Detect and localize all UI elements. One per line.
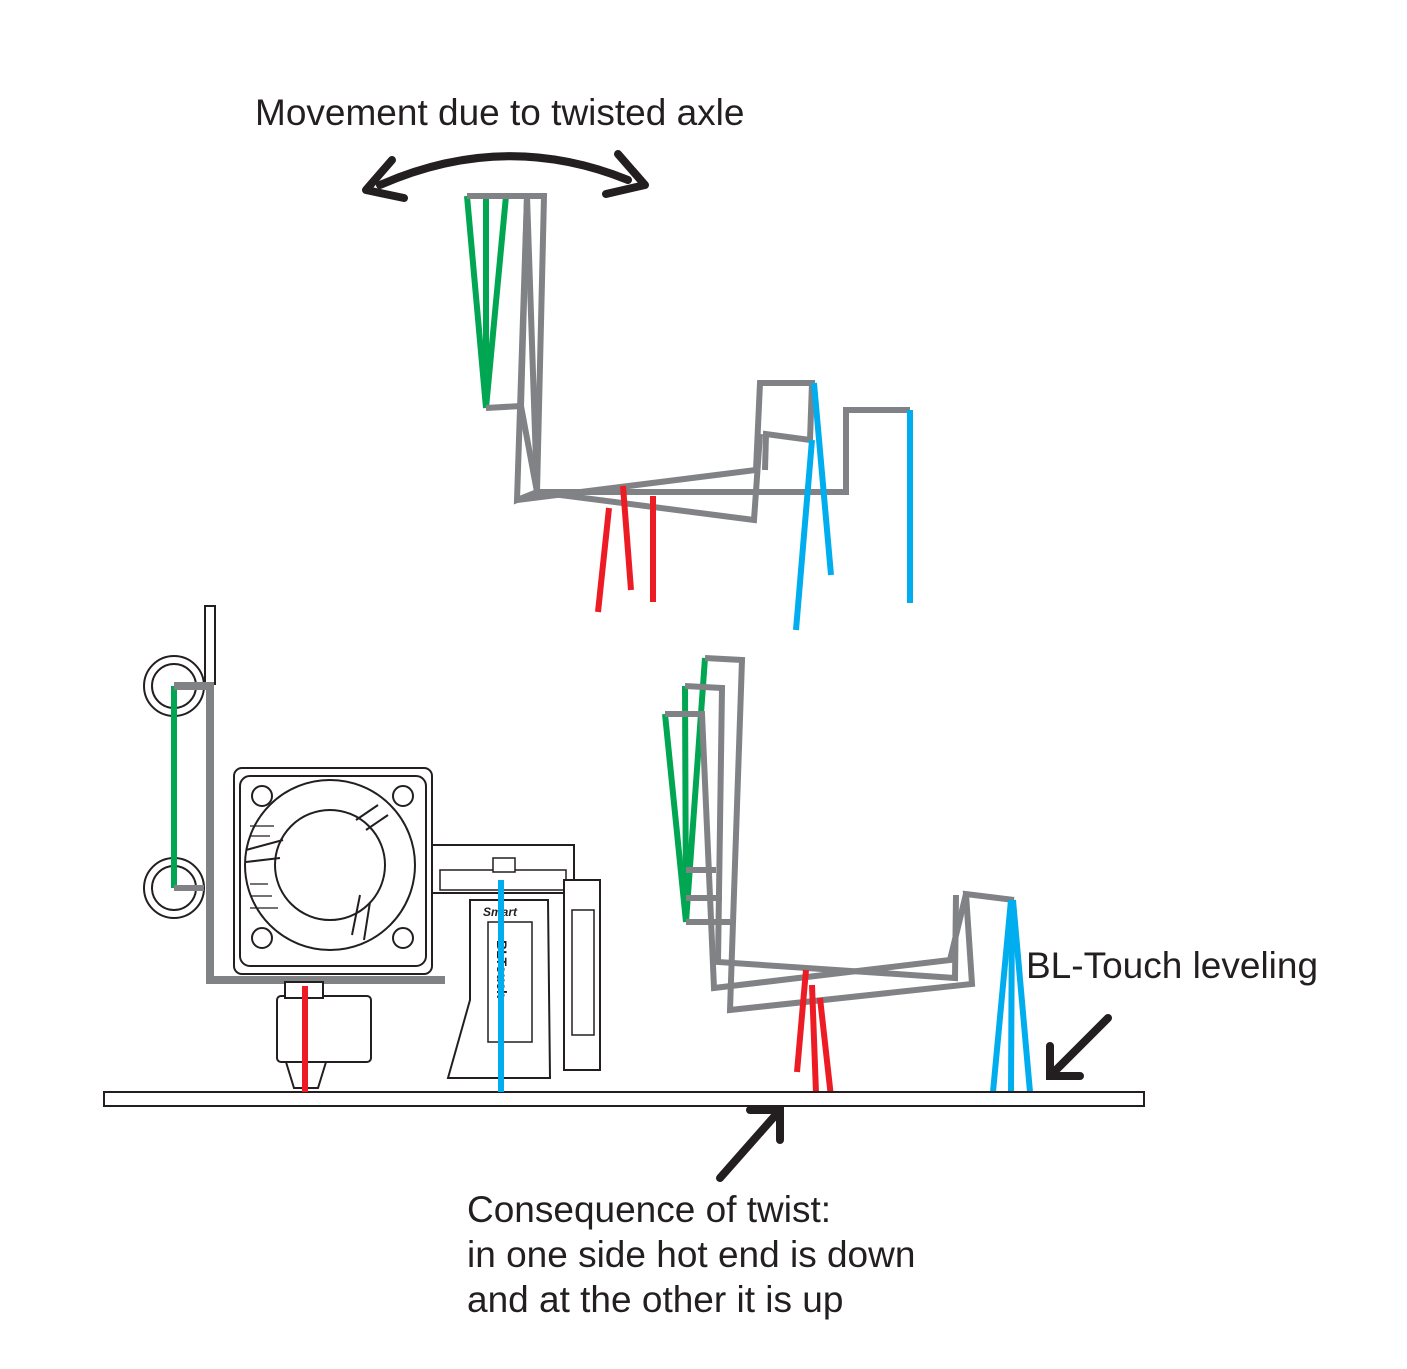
print-bed	[103, 1091, 1145, 1107]
heater-block	[276, 995, 372, 1063]
arrow-icon	[1046, 1014, 1112, 1080]
fan-icon	[233, 767, 433, 975]
upper-nozzle-lines	[595, 485, 656, 613]
upper-wheel-axis-lines	[464, 195, 509, 409]
consequence-line-2: in one side hot end is down	[467, 1234, 916, 1275]
upper-frame-outlines	[467, 193, 910, 524]
lower-carriage-twist	[662, 655, 1033, 1107]
lower-nozzle-lines	[794, 969, 835, 1107]
lower-wheel-axis-lines	[662, 657, 708, 923]
consequence-label: Consequence of twist: in one side hot en…	[467, 1187, 915, 1322]
consequence-line-1: Consequence of twist:	[467, 1189, 832, 1230]
consequence-line-3: and at the other it is up	[467, 1279, 844, 1320]
double-headed-curved-arrow-icon	[362, 150, 649, 202]
lower-frame-outlines	[665, 655, 1015, 1014]
hotend-assembly: Smart BLTouch	[143, 605, 601, 1092]
mount-plate	[204, 605, 216, 685]
movement-label: Movement due to twisted axle	[255, 92, 745, 133]
upper-carriage-twist	[464, 193, 913, 631]
upper-probe-lines	[793, 382, 913, 631]
bltouch-leveling-label: BL-Touch leveling	[1026, 945, 1319, 986]
lower-probe-lines	[990, 899, 1033, 1093]
arrow-icon	[716, 1106, 784, 1182]
